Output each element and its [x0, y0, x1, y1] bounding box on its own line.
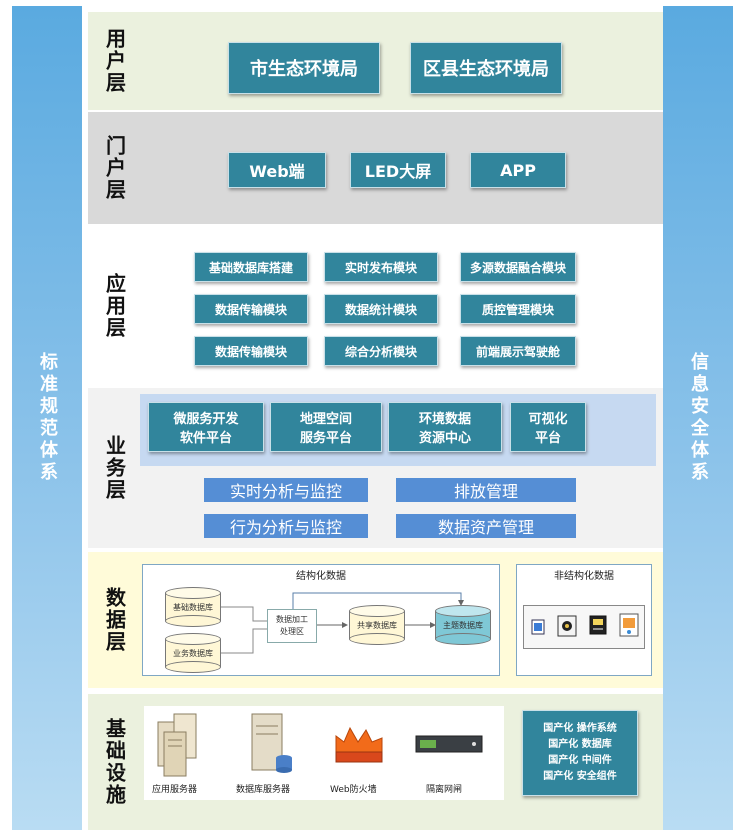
structured-data-panel: 结构化数据 基础数据库 业务数据库 数据加工 处理区 [142, 564, 500, 676]
hardware-icons [157, 713, 483, 777]
infrastructure-layer-label: 基础设施 [102, 718, 127, 806]
business-database: 业务数据库 [165, 633, 221, 673]
business-database-label: 业务数据库 [173, 649, 213, 658]
app-module-9: 前端展示驾驶舱 [460, 336, 576, 366]
gateway-icon [415, 735, 483, 753]
district-bureau-box: 区县生态环境局 [410, 42, 562, 94]
user-layer: 用户层 市生态环境局 区县生态环境局 [88, 12, 663, 110]
domestic-db-label: 国产化 数据库 [548, 739, 612, 750]
portal-layer-label-wrap: 门户层 [98, 112, 132, 224]
infrastructure-layer-label-wrap: 基础设施 [98, 694, 132, 830]
data-processing-line2: 处理区 [280, 627, 304, 636]
data-layer-label-wrap: 数据层 [98, 552, 132, 688]
image-file-icon [557, 615, 577, 637]
app-module-5: 数据统计模块 [324, 294, 438, 324]
app-module-8: 综合分析模块 [324, 336, 438, 366]
sheet-file-icon [589, 615, 607, 635]
standards-system-label: 标准规范体系 [37, 352, 58, 484]
unstructured-file-strip [523, 605, 645, 649]
app-box: APP [470, 152, 566, 188]
structured-data-title: 结构化数据 [296, 571, 346, 582]
env-data-center-line1: 环境数据 [418, 412, 471, 427]
security-system-pillar: 信息安全体系 [663, 6, 733, 830]
portal-layer-label: 门户层 [102, 135, 127, 201]
app-module-7: 数据传输模块 [194, 336, 308, 366]
application-layer-label: 应用层 [102, 273, 127, 339]
unstructured-data-title: 非结构化数据 [554, 571, 614, 582]
unstructured-data-panel: 非结构化数据 [516, 564, 652, 676]
app-server-label: 应用服务器 [152, 785, 198, 795]
application-layer-label-wrap: 应用层 [98, 226, 132, 386]
media-file-icon [619, 613, 639, 637]
business-layer-label-wrap: 业务层 [98, 388, 132, 548]
shared-database: 共享数据库 [349, 605, 405, 645]
app-server-icon [157, 713, 197, 777]
geo-service-platform-box: 地理空间 服务平台 [270, 402, 382, 452]
city-bureau-box: 市生态环境局 [228, 42, 380, 94]
business-layer-label: 业务层 [102, 435, 127, 501]
realtime-monitor-bar: 实时分析与监控 [204, 478, 368, 502]
business-layer: 业务层 微服务开发 软件平台 地理空间 服务平台 环境数据 资源中心 可视化 平… [88, 388, 663, 548]
env-data-center-line2: 资源中心 [418, 431, 471, 446]
infrastructure-layer: 基础设施 [88, 694, 663, 830]
app-module-2: 实时发布模块 [324, 252, 438, 282]
visualization-platform-line1: 可视化 [528, 412, 568, 427]
web-portal-box: Web端 [228, 152, 326, 188]
security-system-label: 信息安全体系 [688, 352, 709, 484]
domestic-software-box: 国产化 操作系统 国产化 数据库 国产化 中间件 国产化 安全组件 [522, 710, 638, 796]
hardware-panel: 应用服务器 数据库服务器 Web防火墙 隔离网闸 [144, 706, 504, 800]
base-database-label: 基础数据库 [173, 603, 213, 612]
microservice-platform-box: 微服务开发 软件平台 [148, 402, 264, 452]
microservice-platform-line2: 软件平台 [179, 431, 232, 446]
visualization-platform-line2: 平台 [534, 431, 561, 446]
app-module-3: 多源数据融合模块 [460, 252, 576, 282]
db-server-label: 数据库服务器 [236, 785, 291, 795]
gateway-label: 隔离网闸 [426, 785, 463, 795]
document-icon [531, 619, 545, 635]
domestic-security-label: 国产化 安全组件 [543, 771, 617, 782]
portal-layer: 门户层 Web端 LED大屏 APP [88, 112, 663, 224]
data-layer-label: 数据层 [102, 587, 127, 653]
theme-database: 主题数据库 [435, 605, 491, 645]
app-module-4: 数据传输模块 [194, 294, 308, 324]
app-module-1: 基础数据库搭建 [194, 252, 308, 282]
data-processing-line1: 数据加工 [276, 615, 308, 624]
user-layer-label-wrap: 用户层 [98, 12, 132, 110]
connector-business-to-process [221, 628, 267, 654]
env-data-center-box: 环境数据 资源中心 [388, 402, 502, 452]
data-processing-box: 数据加工 处理区 [267, 609, 317, 643]
data-layer: 数据层 结构化数据 基础数据库 业务数据库 数据加工 处理区 [88, 552, 663, 688]
shared-database-label: 共享数据库 [357, 621, 397, 630]
microservice-platform-line1: 微服务开发 [173, 412, 239, 427]
base-database: 基础数据库 [165, 587, 221, 627]
emission-management-bar: 排放管理 [396, 478, 576, 502]
app-module-6: 质控管理模块 [460, 294, 576, 324]
firewall-label: Web防火墙 [330, 785, 377, 795]
connector-base-to-process [221, 606, 267, 622]
standards-system-pillar: 标准规范体系 [12, 6, 82, 830]
behavior-monitor-bar: 行为分析与监控 [204, 514, 368, 538]
unstructured-file-icons [531, 613, 639, 637]
visualization-platform-box: 可视化 平台 [510, 402, 586, 452]
data-flow-connectors [221, 592, 464, 654]
connector-feedback-loop [292, 592, 464, 611]
data-asset-management-bar: 数据资产管理 [396, 514, 576, 538]
application-layer: 应用层 基础数据库搭建 实时发布模块 多源数据融合模块 数据传输模块 数据统计模… [88, 226, 663, 386]
geo-service-platform-line1: 地理空间 [299, 412, 352, 427]
user-layer-label: 用户层 [102, 28, 127, 94]
domestic-middleware-label: 国产化 中间件 [548, 755, 612, 766]
theme-database-label: 主题数据库 [443, 621, 483, 630]
firewall-icon [335, 726, 383, 763]
geo-service-platform-line2: 服务平台 [299, 431, 352, 446]
domestic-os-label: 国产化 操作系统 [543, 723, 617, 734]
led-screen-box: LED大屏 [350, 152, 446, 188]
db-server-icon [251, 713, 292, 773]
